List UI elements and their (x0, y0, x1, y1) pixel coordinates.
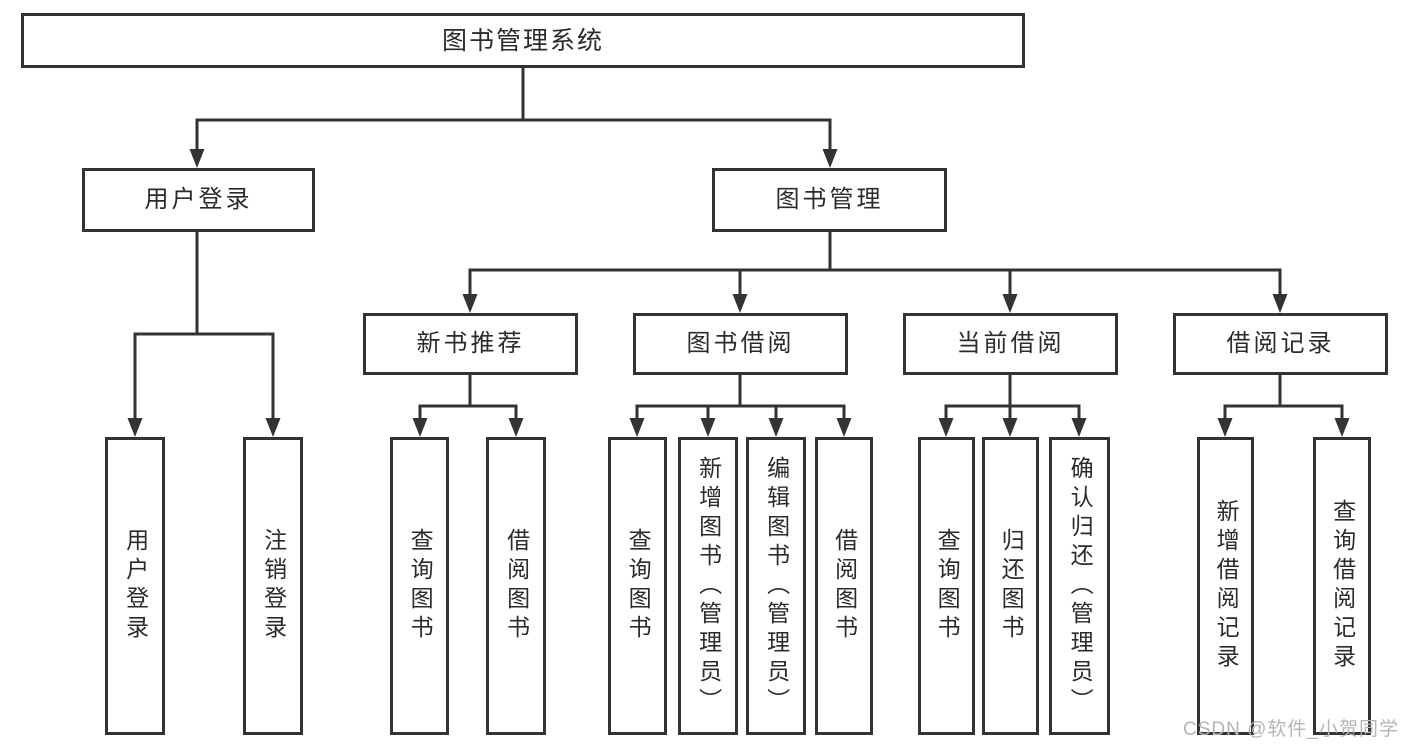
node-query-books-recommend: 查询图书 (390, 437, 449, 735)
node-label: 查询图书 (407, 528, 434, 644)
node-query-borrow-record: 查询借阅记录 (1313, 437, 1371, 735)
connector-new-book-recommend-to-leaves (418, 375, 518, 420)
arrowhead (127, 418, 143, 437)
node-query-books-borrow: 查询图书 (608, 437, 667, 735)
arrowhead (700, 418, 716, 437)
arrowhead (732, 294, 748, 313)
node-add-book-admin: 新增图书（管理员） (678, 437, 738, 735)
arrowhead (822, 149, 838, 168)
node-book-borrow: 图书借阅 (633, 313, 848, 375)
node-current-borrow: 当前借阅 (903, 313, 1118, 375)
connector-root-to-level2 (195, 68, 832, 150)
arrowhead (629, 418, 645, 437)
node-label: 注销登录 (260, 528, 287, 644)
connector-borrow-records-to-leaves (1223, 375, 1344, 420)
node-label: 用户登录 (122, 528, 149, 644)
node-label: 新书推荐 (416, 329, 525, 357)
arrowhead (412, 418, 428, 437)
arrowhead (1334, 418, 1350, 437)
node-book-management: 图书管理 (712, 168, 947, 232)
node-label: 新增图书（管理员） (695, 455, 722, 717)
arrowhead (508, 418, 524, 437)
node-label: 确认归还（管理员） (1067, 455, 1094, 717)
node-label: 归还图书 (998, 528, 1025, 644)
node-return-books: 归还图书 (982, 437, 1039, 735)
node-user-login: 用户登录 (82, 168, 315, 232)
arrowhead (836, 418, 852, 437)
node-edit-book-admin: 编辑图书（管理员） (746, 437, 806, 735)
node-label: 图书管理 (775, 185, 884, 213)
arrowhead (1071, 418, 1087, 437)
csdn-watermark: CSDN @软件_小贺同学 (1183, 719, 1399, 740)
node-label: 图书借阅 (686, 329, 795, 357)
node-borrow-books-2: 借阅图书 (815, 437, 873, 735)
node-label: 查询借阅记录 (1329, 499, 1356, 673)
connector-book-borrow-to-leaves (635, 375, 846, 420)
node-leaf-logout: 注销登录 (243, 437, 303, 735)
arrowhead (768, 418, 784, 437)
arrowhead (265, 418, 281, 437)
arrowhead (1217, 418, 1233, 437)
node-leaf-user-login: 用户登录 (105, 437, 165, 735)
node-borrow-books-recommend: 借阅图书 (486, 437, 546, 735)
node-label: 查询图书 (934, 528, 961, 644)
node-label: 图书管理系统 (441, 26, 604, 55)
connector-current-borrow-to-leaves (944, 375, 1081, 420)
node-label: 借阅记录 (1226, 329, 1335, 357)
arrowhead (189, 149, 205, 168)
arrowhead (1002, 418, 1018, 437)
node-confirm-return-admin: 确认归还（管理员） (1049, 437, 1110, 735)
arrowhead (1002, 294, 1018, 313)
arrowhead (462, 294, 478, 313)
node-label: 借阅图书 (503, 528, 530, 644)
connector-book-management-to-level3 (468, 232, 1282, 296)
node-label: 查询图书 (625, 528, 652, 644)
node-label: 当前借阅 (956, 329, 1065, 357)
node-label: 新增借阅记录 (1213, 499, 1240, 673)
arrowhead (1272, 294, 1288, 313)
arrowhead (938, 418, 954, 437)
node-new-book-recommend: 新书推荐 (363, 313, 578, 375)
node-label: 借阅图书 (831, 528, 858, 644)
connector-user-login-to-leaves (133, 232, 275, 419)
node-borrow-records: 借阅记录 (1173, 313, 1388, 375)
node-label: 编辑图书（管理员） (763, 455, 790, 717)
node-library-system: 图书管理系统 (21, 13, 1025, 68)
node-add-borrow-record: 新增借阅记录 (1197, 437, 1254, 735)
node-label: 用户登录 (144, 185, 253, 213)
node-query-books-current: 查询图书 (918, 437, 975, 735)
